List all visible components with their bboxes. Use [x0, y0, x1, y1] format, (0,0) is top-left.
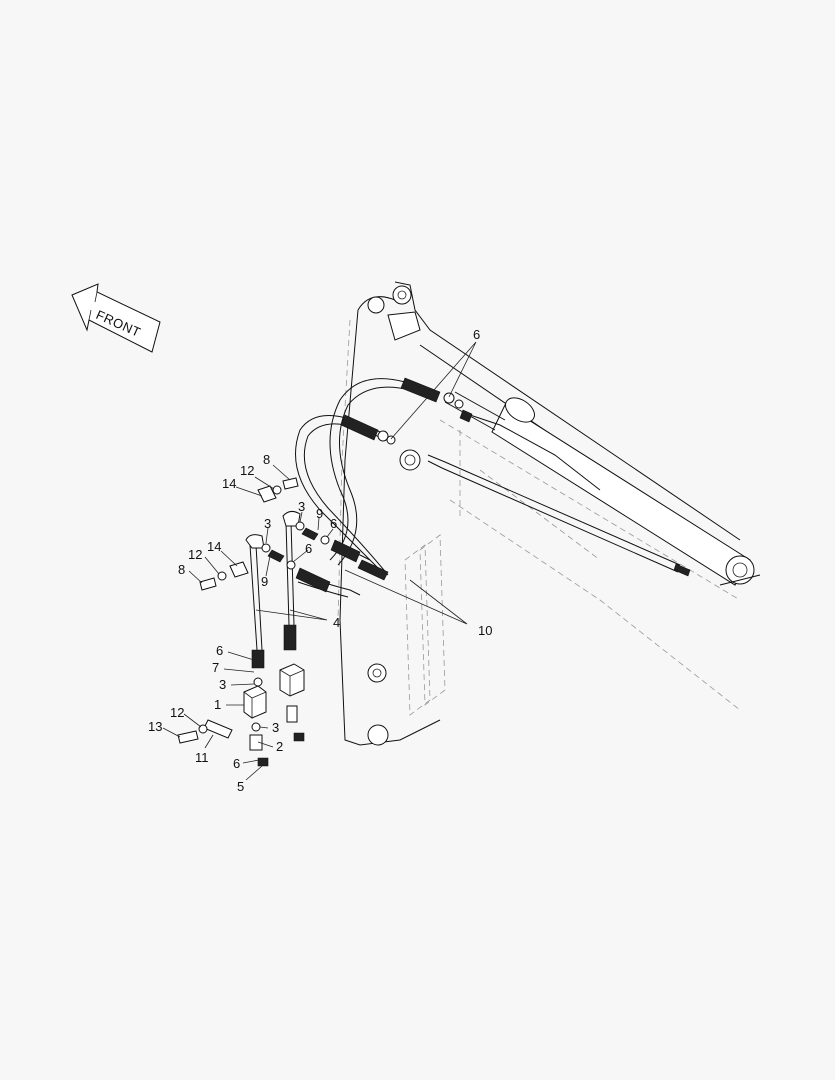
tube-assembly [243, 510, 330, 767]
callout-8: 8 [263, 452, 270, 467]
callout-5: 5 [237, 779, 244, 794]
callout-8: 8 [178, 562, 185, 577]
callout-3: 3 [219, 677, 226, 692]
hose-assembly [295, 377, 464, 598]
callout-6: 6 [216, 643, 223, 658]
steel-pipe [427, 409, 691, 577]
callout-3: 3 [264, 516, 271, 531]
callout-12: 12 [240, 463, 254, 478]
callout-4: 4 [333, 615, 340, 630]
callout-7: 7 [212, 660, 219, 675]
callout-14: 14 [207, 539, 221, 554]
callout-labels: 6 8 12 14 3 9 6 3 6 9 12 14 8 4 10 6 7 3… [148, 327, 492, 794]
callout-3: 3 [272, 720, 279, 735]
callout-12: 12 [170, 705, 184, 720]
callout-13: 13 [148, 719, 162, 734]
callout-6: 6 [473, 327, 480, 342]
callout-9: 9 [316, 506, 323, 521]
boom-cylinder [444, 391, 761, 586]
callout-2: 2 [276, 739, 283, 754]
callout-3: 3 [298, 499, 305, 514]
callout-6: 6 [305, 541, 312, 556]
callout-1: 1 [214, 697, 221, 712]
callout-14: 14 [222, 476, 236, 491]
callout-6: 6 [330, 516, 337, 531]
callout-12: 12 [188, 547, 202, 562]
callout-10: 10 [478, 623, 492, 638]
clamp-hardware [177, 477, 299, 744]
callout-11: 11 [195, 750, 209, 765]
callout-9: 9 [261, 574, 268, 589]
callout-6: 6 [233, 756, 240, 771]
boom-structure [337, 281, 741, 746]
leader-lines [162, 341, 477, 781]
front-arrow-icon: FRONT [71, 283, 161, 353]
